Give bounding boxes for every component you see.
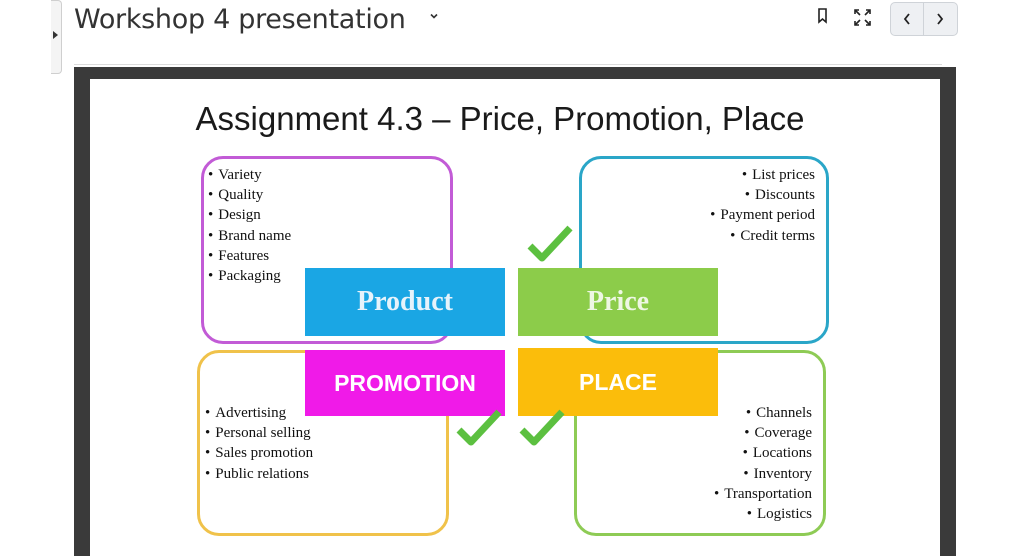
list-item: Inventory: [660, 464, 812, 484]
bookmark-icon[interactable]: [817, 8, 828, 24]
list-item: Credit terms: [660, 226, 815, 246]
price-panel: Price: [518, 268, 718, 336]
promotion-check-icon: [456, 409, 502, 446]
product-panel: Product: [305, 268, 505, 336]
list-item: Public relations: [205, 464, 313, 484]
list-item: Features: [208, 246, 291, 266]
slide-title: Assignment 4.3 – Price, Promotion, Place: [195, 100, 805, 137]
chevron-down-icon[interactable]: [430, 12, 438, 20]
chevron-right-icon: [937, 13, 944, 25]
list-item: Packaging: [208, 266, 291, 286]
sidebar-toggle[interactable]: [51, 0, 62, 74]
header-divider: [74, 64, 942, 65]
list-item: Transportation: [660, 484, 812, 504]
list-item: Variety: [208, 165, 291, 185]
page-title: Workshop 4 presentation: [74, 4, 406, 35]
product-list: Variety Quality Design Brand name Featur…: [208, 165, 291, 286]
list-item: Quality: [208, 185, 291, 205]
price-list: List prices Discounts Payment period Cre…: [660, 165, 815, 246]
caret-right-icon: [53, 31, 58, 39]
list-item: Channels: [660, 403, 812, 423]
promotion-panel: PROMOTION: [305, 350, 505, 416]
list-item: Personal selling: [205, 423, 313, 443]
list-item: Discounts: [660, 185, 815, 205]
list-item: Coverage: [660, 423, 812, 443]
list-item: Design: [208, 205, 291, 225]
list-item: List prices: [660, 165, 815, 185]
list-item: Locations: [660, 443, 812, 463]
chevron-left-icon: [903, 13, 910, 25]
place-list: Channels Coverage Locations Inventory Tr…: [660, 403, 812, 524]
list-item: Sales promotion: [205, 443, 313, 463]
promotion-list: Advertising Personal selling Sales promo…: [205, 403, 313, 484]
fullscreen-icon[interactable]: [854, 9, 871, 26]
slide-navigation: [890, 2, 958, 36]
list-item: Brand name: [208, 226, 291, 246]
previous-slide-button[interactable]: [891, 3, 924, 35]
list-item: Logistics: [660, 504, 812, 524]
next-slide-button[interactable]: [924, 3, 956, 35]
list-item: Payment period: [660, 205, 815, 225]
list-item: Advertising: [205, 403, 313, 423]
place-panel: PLACE: [518, 348, 718, 416]
place-check-icon: [519, 409, 565, 446]
price-check-icon: [527, 225, 573, 262]
